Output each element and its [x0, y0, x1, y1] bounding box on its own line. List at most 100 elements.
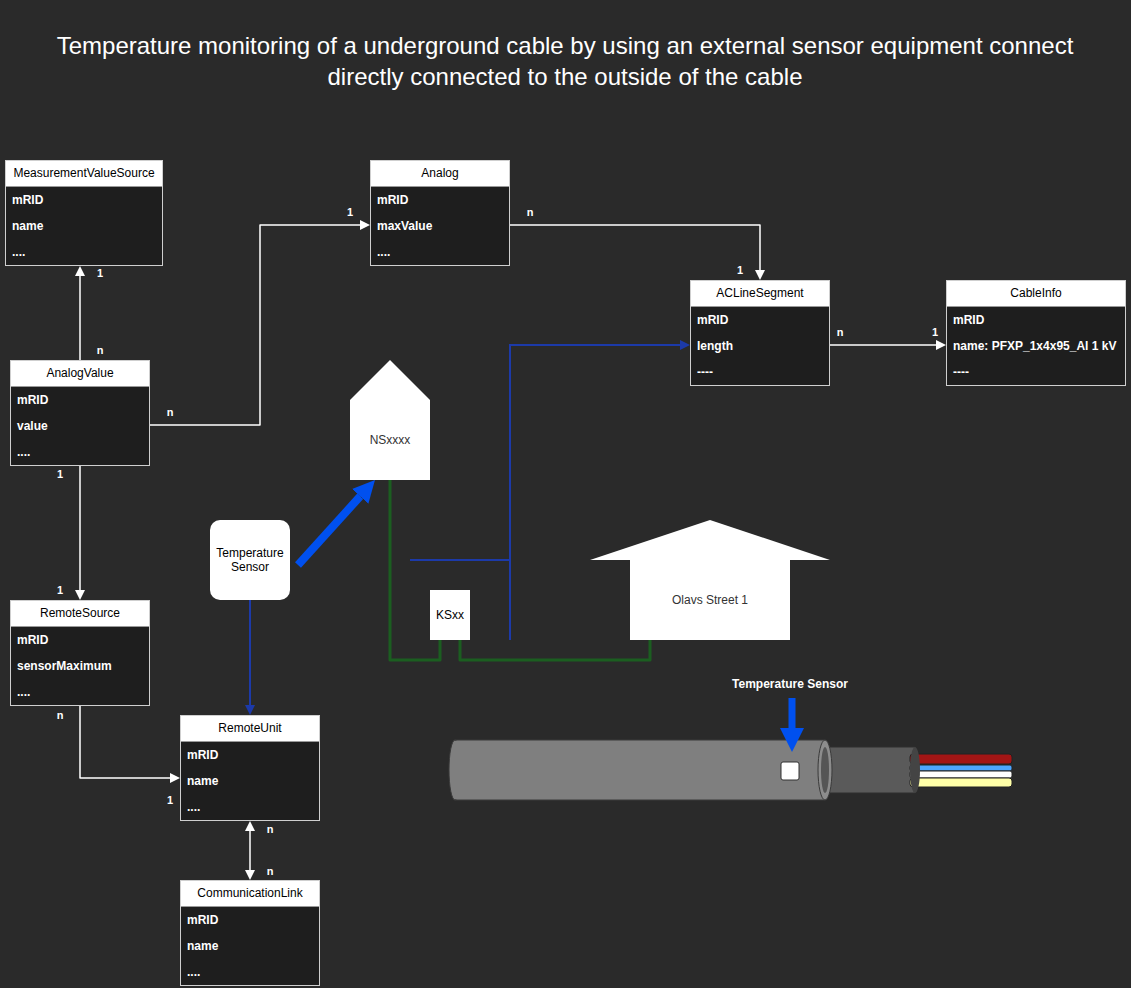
attribute-name: maxValue [377, 219, 432, 233]
class-box: CommunicationLink mRID name.... [180, 880, 320, 986]
attribute-row: sensorMaximum [11, 653, 149, 679]
attribute-row: maxValue [371, 213, 509, 239]
association-arrow [150, 225, 360, 425]
attribute-name: mRID [187, 913, 218, 927]
association-arrow [830, 344, 936, 346]
class-header: RemoteUnit [181, 716, 319, 742]
multiplicity: 1 [347, 206, 353, 218]
class-box: RemoteUnitmRID name.... [180, 715, 320, 821]
class-name: CableInfo [1010, 286, 1061, 300]
attribute-row: mRID [181, 907, 319, 933]
class-box: AnalogValuemRIDvalue.... [10, 360, 150, 466]
class-name: MeasurementValueSource [13, 166, 154, 180]
building-shape: Olavs Street 1 [590, 520, 830, 640]
building-name: Olavs Street 1 [672, 593, 748, 607]
attribute-name: .... [187, 800, 200, 814]
wire-yellow [910, 778, 1012, 787]
attribute-name: value [17, 419, 48, 433]
attribute-row: mRID [11, 627, 149, 653]
class-name: ACLineSegment [716, 286, 803, 300]
wire-red [910, 754, 1012, 764]
multiplicity: 1 [737, 264, 743, 276]
attribute-row: name [181, 768, 319, 794]
building-polygon [590, 520, 830, 640]
cable-end-fill [455, 741, 465, 799]
attribute-name: mRID [17, 393, 48, 407]
attribute-row: mRID [947, 307, 1125, 333]
attribute-row: value [11, 413, 149, 439]
sensor-pointer-head [780, 728, 804, 752]
building-name: NSxxxx [370, 433, 411, 447]
attribute-row: .... [11, 439, 149, 465]
attribute-name: name [12, 219, 43, 233]
class-header: RemoteSource [11, 601, 149, 627]
multiplicity: 1 [57, 584, 63, 596]
association-arrow [510, 225, 760, 270]
class-box: MeasurementValueSource mRID name.... [5, 160, 163, 266]
cable-cut-core [821, 747, 829, 793]
class-header: Analog [371, 161, 509, 187]
attribute-row: name: PFXP_1x4x95_Al 1 kV [947, 333, 1125, 359]
multiplicity: n [527, 206, 534, 218]
attribute-name: mRID [377, 193, 408, 207]
class-header: CableInfo [947, 281, 1125, 307]
class-box: CableInfo mRID name: PFXP_1x4x95_Al 1 kV--… [946, 280, 1126, 386]
wire-white [910, 771, 1012, 778]
class-name: CommunicationLink [197, 886, 302, 900]
sheath-end [910, 747, 920, 793]
attribute-row: mRID [181, 742, 319, 768]
multiplicity: 1 [167, 794, 173, 806]
multiplicity: 1 [97, 267, 103, 279]
attribute-name: .... [187, 965, 200, 979]
attribute-row: name [6, 213, 162, 239]
attribute-row: mRID [6, 187, 162, 213]
attribute-row: .... [181, 794, 319, 820]
attribute-name: name [187, 774, 218, 788]
attribute-row: .... [6, 239, 162, 265]
association-arrow [298, 496, 360, 565]
attribute-name: mRID [953, 313, 984, 327]
multiplicity: 1 [57, 468, 63, 480]
attribute-name: .... [12, 245, 25, 259]
attribute-name: mRID [17, 633, 48, 647]
attribute-row: .... [11, 679, 149, 705]
attribute-row: name [181, 933, 319, 959]
multiplicity: n [267, 865, 274, 877]
association-arrow [80, 706, 170, 778]
cable-outer-sheath [455, 740, 825, 800]
class-header: ACLineSegment [691, 281, 829, 307]
attribute-row: ---- [947, 359, 1125, 385]
multiplicity: n [97, 344, 104, 356]
attribute-row: .... [181, 959, 319, 985]
association-arrow [249, 831, 251, 870]
attribute-name: sensorMaximum [17, 659, 112, 673]
wire-blue [910, 765, 1012, 771]
attribute-name: mRID [697, 313, 728, 327]
attribute-name: .... [377, 245, 390, 259]
illustration-label: Temperature Sensor [732, 677, 848, 691]
route-arrowhead [680, 340, 690, 350]
sensor-box: Temperature Sensor [210, 520, 290, 600]
multiplicity: 1 [932, 326, 938, 338]
building-outline [350, 360, 430, 480]
class-box: ACLineSegment mRID length ---- [690, 280, 830, 386]
class-name: RemoteUnit [218, 721, 281, 735]
diagram-title: Temperature monitoring of a underground … [45, 30, 1085, 92]
attribute-row: length [691, 333, 829, 359]
sensor-pad [781, 762, 799, 780]
association-arrow [249, 600, 251, 705]
attribute-row: mRID [371, 187, 509, 213]
sensor-name: Temperature Sensor [214, 546, 286, 574]
attribute-name: mRID [12, 193, 43, 207]
class-name: Analog [421, 166, 458, 180]
attribute-name: length [697, 339, 733, 353]
multiplicity: n [167, 406, 174, 418]
cable-connection [460, 640, 650, 660]
attribute-name: mRID [187, 748, 218, 762]
cabinet-box: KSxx [430, 590, 470, 640]
attribute-row: .... [371, 239, 509, 265]
multiplicity: n [837, 326, 844, 338]
attribute-row: ---- [691, 359, 829, 385]
